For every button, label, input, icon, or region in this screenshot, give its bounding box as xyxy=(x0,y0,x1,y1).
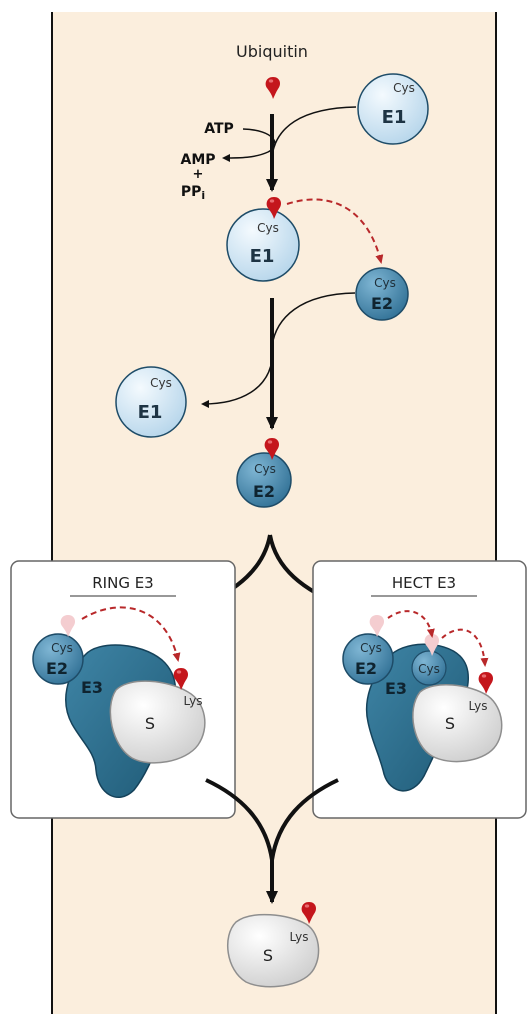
e2-charged-cys-label: Cys xyxy=(254,462,276,476)
hect-substrate xyxy=(412,684,503,763)
ubiquitin-label: Ubiquitin xyxy=(236,42,308,61)
ring-transfer-arrow xyxy=(81,606,181,662)
e2-enzyme-free xyxy=(355,267,409,321)
e1-cys-label: Cys xyxy=(393,81,415,95)
e2-enzyme-charged xyxy=(236,452,292,508)
converge-arrow-right xyxy=(270,778,339,861)
hect-e2-cys-label: Cys xyxy=(360,641,382,655)
atp-amp-arrow xyxy=(222,128,276,162)
e1-charged-cys-label: Cys xyxy=(257,221,279,235)
ring-e3-label: E3 xyxy=(81,678,103,697)
hect-e2-enzyme xyxy=(342,633,394,685)
plus-label: + xyxy=(193,167,204,182)
e1-enzyme-free xyxy=(357,73,429,145)
ppi-subscript: i xyxy=(201,189,205,202)
ring-e2-cys-label: Cys xyxy=(51,641,73,655)
ring-substrate xyxy=(109,680,206,764)
hect-transfer-arrow-2 xyxy=(441,628,489,667)
e1-enzyme-charged xyxy=(226,208,300,282)
transfer-arrow-e1-e2 xyxy=(286,198,384,264)
hect-e3-label: E3 xyxy=(385,679,407,698)
e1-released-label: E1 xyxy=(138,402,163,423)
ring-e2-label: E2 xyxy=(46,659,68,678)
hect-lys-label: Lys xyxy=(469,699,488,713)
hect-knob-cys-label: Cys xyxy=(418,662,440,676)
final-lys-label: Lys xyxy=(290,930,309,944)
e1-enzyme-released xyxy=(115,366,187,438)
hect-substrate-label: S xyxy=(445,714,455,733)
final-substrate-label: S xyxy=(263,946,273,965)
amp-label: AMP xyxy=(180,152,215,168)
e2-entry-arrow xyxy=(271,292,356,347)
e1-released-cys-label: Cys xyxy=(150,376,172,390)
ring-e2-enzyme xyxy=(32,633,84,685)
ppi-main: PP xyxy=(181,184,202,200)
ring-e3-title: RING E3 xyxy=(92,574,153,592)
ring-substrate-label: S xyxy=(145,714,155,733)
converge-arrow-left xyxy=(205,778,274,861)
hect-e3-title: HECT E3 xyxy=(392,574,456,592)
ring-lys-label: Lys xyxy=(184,694,203,708)
hect-e2-label: E2 xyxy=(355,659,377,678)
e2-charged-label: E2 xyxy=(253,482,275,501)
atp-label: ATP xyxy=(204,121,234,137)
final-substrate xyxy=(227,913,320,988)
ppi-label: PPi xyxy=(181,184,205,202)
e1-charged-label: E1 xyxy=(250,246,275,267)
e2-label: E2 xyxy=(371,294,393,313)
hect-cys-knob xyxy=(411,650,447,686)
e2-cys-label: Cys xyxy=(374,276,396,290)
e1-label: E1 xyxy=(382,107,407,128)
hect-transfer-arrow-1 xyxy=(387,610,435,638)
